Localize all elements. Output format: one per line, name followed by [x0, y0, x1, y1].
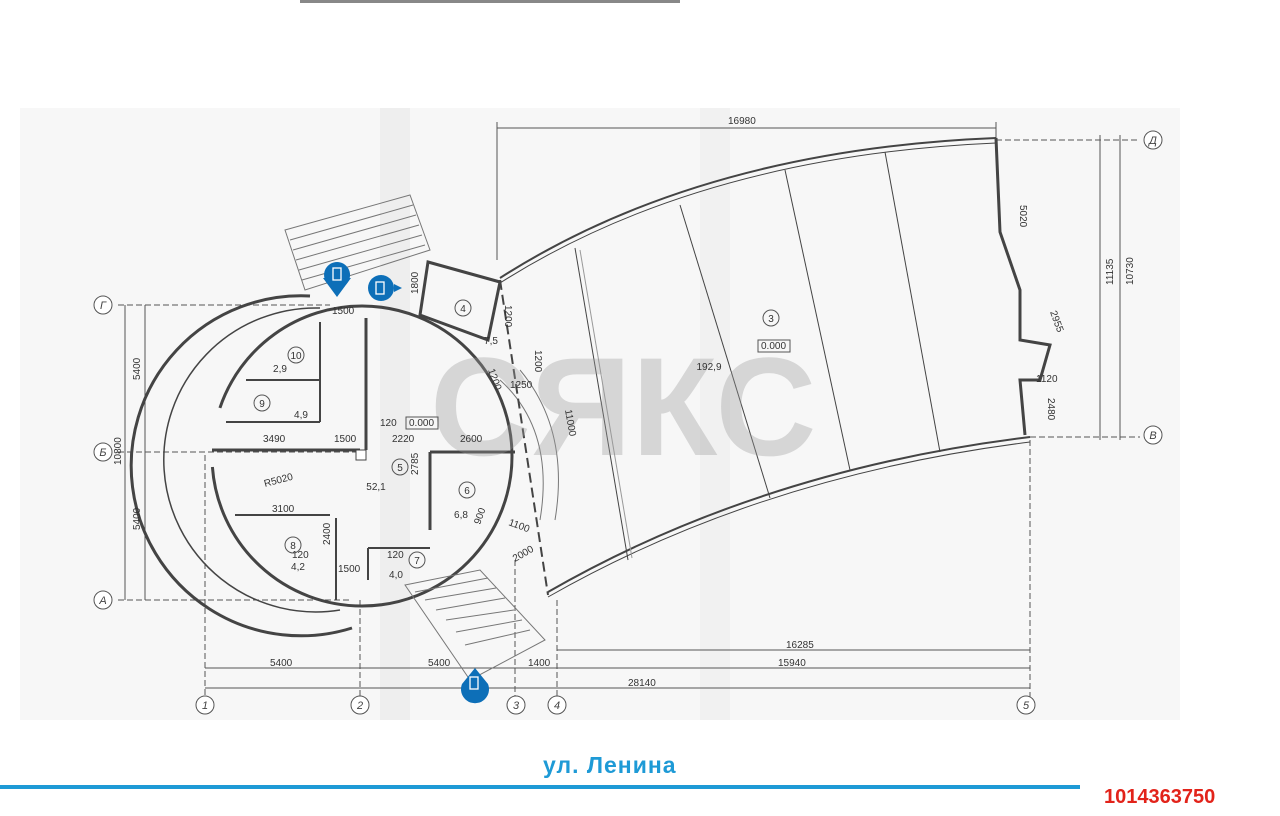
- axis-number: 4: [554, 700, 560, 712]
- dim-bottom-15940: 15940: [778, 658, 806, 669]
- dim-right-3: 10730: [1125, 257, 1136, 285]
- dim-120-mid: 120: [380, 418, 397, 429]
- room-area: 6,8: [454, 510, 468, 521]
- scan-fold: [380, 108, 410, 720]
- street-label: ул. Ленина: [543, 752, 677, 778]
- street-line: [0, 785, 1080, 789]
- level-box: [757, 339, 791, 353]
- axis-number: 5: [1023, 700, 1030, 712]
- dim-3490: 3490: [263, 434, 286, 445]
- dim-bottom-28140: 28140: [628, 678, 656, 689]
- dim-right-2: 11135: [1105, 258, 1116, 285]
- room-number: 7: [414, 556, 420, 567]
- scan-fold: [700, 108, 730, 720]
- scan-edge: [300, 0, 680, 3]
- dim-16285: 16285: [786, 640, 814, 651]
- level-box: [405, 416, 439, 430]
- dim-1500-top: 1500: [332, 306, 355, 317]
- axis-number: 3: [513, 700, 520, 712]
- dim-1250: 1250: [510, 380, 533, 391]
- room-number: 4: [460, 304, 466, 315]
- dim-2600: 2600: [460, 434, 483, 445]
- axis-bubble: [195, 695, 215, 715]
- paper-background: [20, 108, 1180, 720]
- axis-bubble: [93, 295, 113, 315]
- room-area: 52,1: [366, 482, 386, 493]
- entrance-door-icon[interactable]: [323, 262, 351, 297]
- axis-bubble: [93, 442, 113, 462]
- rotunda-walls: [129, 294, 515, 638]
- dim-bottom-5400a: 5400: [270, 658, 293, 669]
- dim-1200a: 1200: [502, 305, 513, 328]
- watermark: СЯКС: [430, 328, 816, 485]
- dim-left-bottom: 5400: [132, 507, 143, 530]
- level-mark: 0.000: [761, 341, 786, 352]
- dim-right-1: 5020: [1017, 205, 1028, 228]
- axis-letter: Д: [1147, 135, 1157, 147]
- room-number: 5: [397, 463, 403, 474]
- dim-2480: 2480: [1045, 398, 1056, 421]
- axis-letter: В: [1149, 430, 1156, 442]
- room-number: 8: [290, 541, 296, 552]
- dim-bottom-5400b: 5400: [428, 658, 451, 669]
- dim-2400: 2400: [322, 522, 333, 545]
- hall-walls: [499, 137, 1052, 598]
- room-number: 3: [768, 314, 774, 325]
- room-area: 2,9: [273, 364, 287, 375]
- axis-bubble: [547, 695, 567, 715]
- axis-letter: Б: [99, 447, 106, 459]
- dim-2785: 2785: [410, 452, 421, 475]
- room-area: 7,5: [484, 336, 498, 347]
- dim-1200b: 1200: [532, 350, 543, 373]
- axis-number: 1: [202, 700, 208, 712]
- room-number: 9: [259, 399, 265, 410]
- axis-bubble: [1143, 425, 1163, 445]
- axis-bubble: [1016, 695, 1036, 715]
- dim-1120: 1120: [1036, 374, 1058, 385]
- dim-1500-mid: 1500: [334, 434, 357, 445]
- room-number-circles: [253, 299, 780, 569]
- axis-letter: А: [98, 595, 106, 607]
- dim-120-7: 120: [387, 550, 404, 561]
- dim-1500-bot: 1500: [338, 564, 361, 575]
- dim-left-total: 10800: [113, 437, 124, 465]
- dim-bottom-1400: 1400: [528, 658, 551, 669]
- axis-bubble: [93, 590, 113, 610]
- axis-bubble: [506, 695, 526, 715]
- room-area: 4,9: [294, 410, 308, 421]
- room-number: 6: [464, 486, 470, 497]
- axis-markers: [93, 130, 1163, 715]
- dim-left-top: 5400: [132, 357, 143, 380]
- dim-2220: 2220: [392, 434, 415, 445]
- dim-120-8: 120: [292, 550, 309, 561]
- axis-number: 2: [356, 700, 363, 712]
- room-number: 10: [290, 351, 302, 362]
- level-mark: 0.000: [409, 418, 434, 429]
- entrance-door-icon[interactable]: [368, 275, 402, 301]
- dimension-lines: [118, 122, 1140, 700]
- dim-top-total: 16980: [728, 116, 756, 127]
- room-area: 4,0: [389, 570, 403, 581]
- dim-11000: 11000: [562, 409, 578, 438]
- axis-letter: Г: [100, 300, 107, 312]
- axis-bubble: [1143, 130, 1163, 150]
- room-4-walls: [418, 260, 502, 343]
- stairs: [284, 194, 559, 681]
- dim-1800: 1800: [410, 271, 421, 294]
- dim-3100: 3100: [272, 504, 295, 515]
- entrance-door-icon[interactable]: [461, 668, 490, 704]
- axis-bubble: [350, 695, 370, 715]
- listing-id: 1014363750: [1104, 786, 1216, 808]
- room-area: 192,9: [696, 362, 721, 373]
- room-area: 4,2: [291, 562, 305, 573]
